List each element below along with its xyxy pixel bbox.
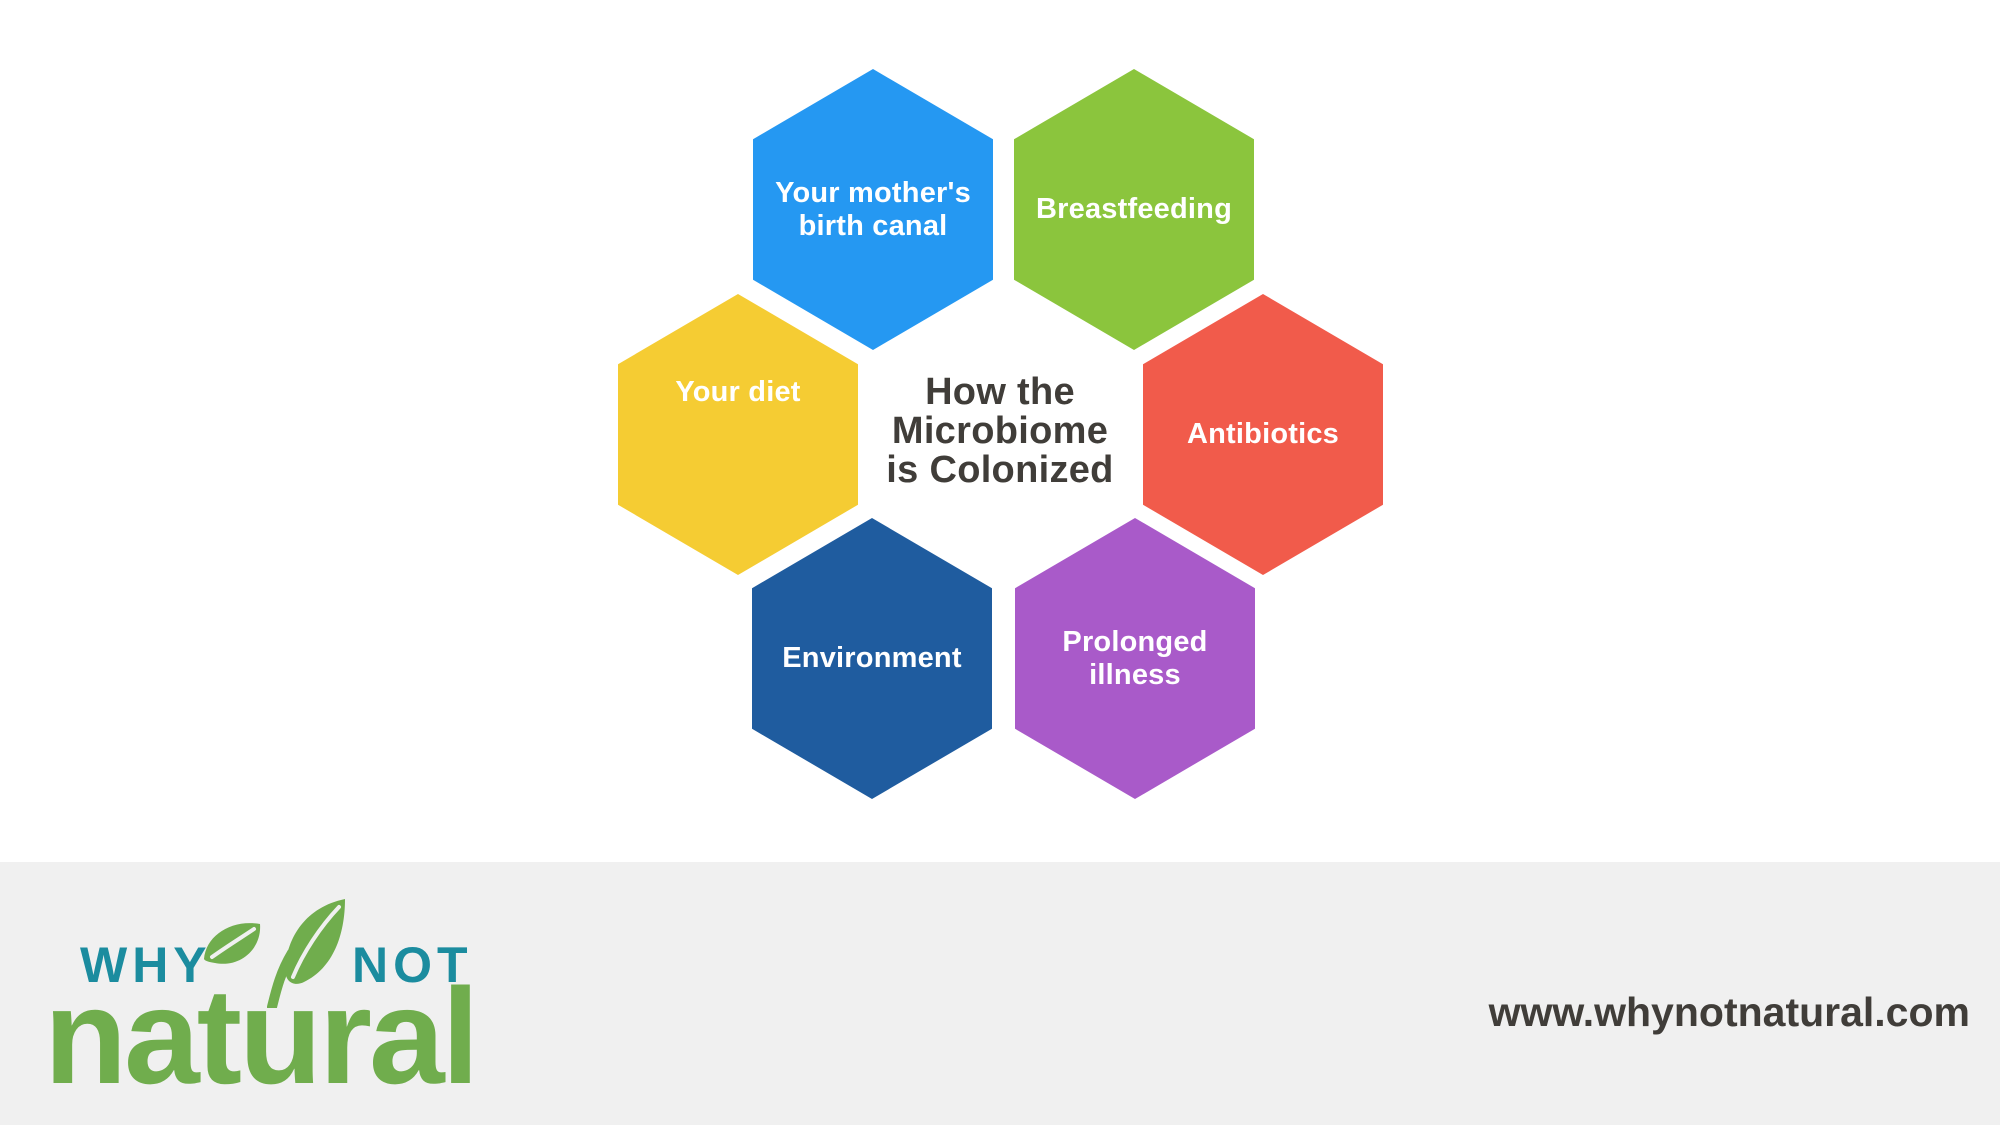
hexagon-label: Your diet	[675, 376, 801, 409]
sprout-leaves-icon	[204, 899, 345, 1008]
hexagon-your-diet: Your diet	[618, 294, 858, 575]
hexagon-label: Prolonged illness	[1062, 626, 1208, 691]
diagram-title-line-3: is Colonized	[886, 449, 1114, 491]
hexagon-prolonged-illness: Prolonged illness	[1015, 518, 1255, 799]
diagram-title-line-2: Microbiome	[891, 410, 1109, 452]
logo-word-natural: natural	[44, 960, 479, 1112]
diagram-title: How the Microbiome is Colonized	[790, 373, 1210, 490]
website-url: www.whynotnatural.com	[1488, 989, 1970, 1035]
why-not-natural-logo: WHY NOT natural	[0, 862, 640, 1125]
hexagon-label: Antibiotics	[1186, 418, 1340, 451]
hexagon-breastfeeding: Breastfeeding	[1014, 69, 1254, 350]
hexagon-environment: Environment	[752, 518, 992, 799]
logo-word-not: NOT	[352, 937, 473, 993]
hexagon-label: Environment	[782, 642, 962, 675]
hexagon-mothers-birth-canal: Your mother's birth canal	[753, 69, 993, 350]
diagram-title-line-1: How the	[925, 371, 1075, 413]
hexagon-label: Your mother's birth canal	[775, 177, 971, 242]
hexagon-label: Breastfeeding	[1036, 193, 1232, 226]
logo-word-why: WHY	[80, 937, 212, 993]
hexagon-antibiotics: Antibiotics	[1143, 294, 1383, 575]
footer-bar: WHY NOT natural www.whynotnatural.com	[0, 862, 2000, 1125]
